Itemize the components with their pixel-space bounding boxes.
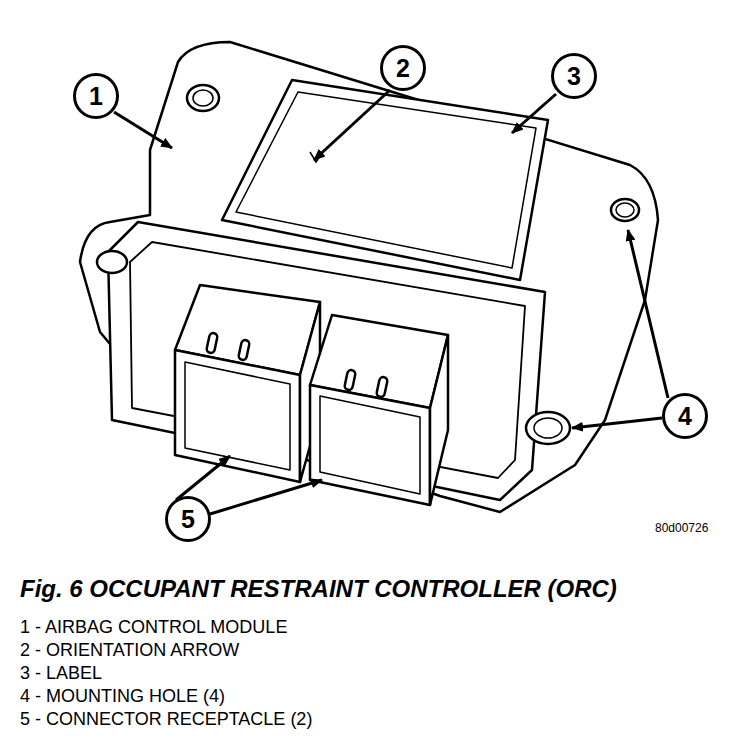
base-flange	[80, 42, 658, 512]
mounting-hole	[534, 418, 562, 438]
leader-line	[314, 90, 390, 160]
pin-slot	[344, 369, 356, 390]
receptacle-opening	[320, 396, 420, 494]
callout-circle: 1	[73, 73, 119, 119]
mounting-hole	[193, 90, 213, 106]
mounting-hole	[616, 203, 634, 217]
callout-circle: 5	[165, 496, 211, 542]
legend-item: 1 - AIRBAG CONTROL MODULE	[20, 618, 287, 638]
legend-item: 5 - CONNECTOR RECEPTACLE (2)	[20, 710, 312, 730]
receptacle-front	[310, 385, 430, 505]
receptacle-front	[175, 350, 300, 482]
pin-slot	[238, 339, 250, 360]
drawing-number: 80d00726	[655, 522, 708, 535]
receptacle-side	[430, 335, 448, 505]
callout-circle: 3	[551, 53, 597, 99]
legend-item: 4 - MOUNTING HOLE (4)	[20, 687, 225, 707]
callout-number: 2	[396, 56, 410, 81]
figure-caption: Fig. 6 OCCUPANT RESTRAINT CONTROLLER (OR…	[20, 576, 617, 602]
leader-line	[114, 112, 172, 148]
leader-line	[572, 418, 662, 428]
mounting-hole	[526, 412, 570, 444]
mounting-hole	[97, 251, 127, 273]
mounting-hole	[187, 85, 219, 111]
callout-circle: 2	[380, 45, 426, 91]
callout-number: 5	[181, 507, 195, 532]
connector-shroud	[108, 222, 545, 500]
label-area	[236, 92, 536, 268]
leader-line	[210, 480, 322, 514]
receptacle-opening	[185, 362, 290, 470]
leader-line	[628, 230, 668, 398]
legend-item: 2 - ORIENTATION ARROW	[20, 641, 239, 661]
callout-number: 1	[89, 84, 103, 109]
mounting-hole	[611, 199, 639, 221]
pin-slot	[376, 376, 388, 397]
callout-number: 3	[567, 64, 581, 89]
leader-line	[512, 94, 556, 133]
callout-number: 4	[678, 404, 692, 429]
leader-line	[176, 456, 230, 500]
legend-item: 3 - LABEL	[20, 664, 102, 684]
pin-slot	[206, 332, 218, 353]
callout-circle: 4	[662, 393, 708, 439]
